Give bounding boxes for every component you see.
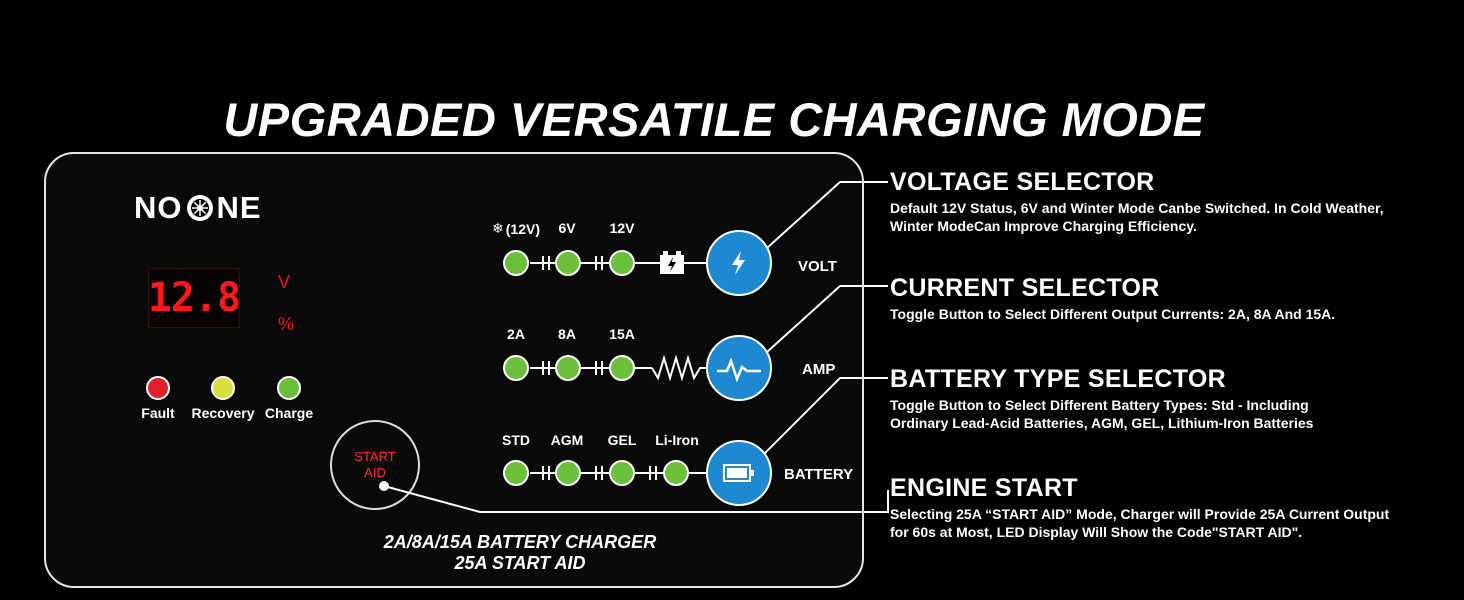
logo-text-left: NO (134, 190, 183, 225)
current-selector-title: CURRENT SELECTOR (890, 274, 1160, 302)
logo-text-right: NE (216, 190, 262, 225)
battery-type-section: BATTERY TYPE SELECTOR Toggle Button to S… (890, 365, 1370, 432)
page-title: UPGRADED VERSATILE CHARGING MODE (223, 93, 1205, 146)
panel-footer: 2A/8A/15A BATTERY CHARGER 25A START AID (300, 532, 740, 574)
battery-icon (723, 464, 754, 482)
battery-type-title: BATTERY TYPE SELECTOR (890, 365, 1226, 393)
recovery-led (211, 376, 235, 400)
battery-li-iron-led (663, 460, 689, 486)
volt-button[interactable] (706, 230, 772, 296)
start-aid-line2: AID (364, 465, 386, 480)
engine-start-section: ENGINE START Selecting 25A “START AID” M… (890, 474, 1410, 541)
battery-gel-label: GEL (607, 432, 637, 448)
voltage-selector-section: VOLTAGE SELECTOR Default 12V Status, 6V … (890, 168, 1390, 235)
start-aid-button[interactable]: START AID (330, 420, 420, 510)
current-selector-section: CURRENT SELECTOR Toggle Button to Select… (890, 274, 1410, 323)
battery-button[interactable] (706, 440, 772, 506)
voltage-selector-title: VOLTAGE SELECTOR (890, 168, 1155, 196)
footer-line2: 25A START AID (454, 553, 586, 573)
lightning-icon (732, 251, 745, 275)
unit-percent: % (278, 314, 295, 334)
volt-button-label: VOLT (798, 258, 837, 275)
amp-button[interactable] (706, 335, 772, 401)
voltage-selector-desc: Default 12V Status, 6V and Winter Mode C… (890, 200, 1384, 234)
recovery-label: Recovery (191, 405, 255, 421)
battery-std-label: STD (502, 432, 530, 448)
battery-type-desc: Toggle Button to Select Different Batter… (890, 397, 1314, 431)
charge-led (277, 376, 301, 400)
amp-15a-led (609, 355, 635, 381)
unit-volt: V (278, 272, 291, 292)
fault-label: Fault (141, 405, 175, 421)
volt-12v-label: 12V (609, 220, 635, 236)
battery-agm-label: AGM (550, 432, 584, 448)
charge-label: Charge (264, 405, 314, 421)
snowflake-icon: ❄ (492, 220, 504, 236)
battery-bolt-icon (660, 251, 684, 274)
volt-12v-led (609, 250, 635, 276)
amp-button-label: AMP (802, 361, 836, 378)
amp-15a-label: 15A (609, 326, 635, 342)
amp-8a-led (555, 355, 581, 381)
volt-6v-led (555, 250, 581, 276)
footer-line1: 2A/8A/15A BATTERY CHARGER (383, 532, 657, 552)
battery-gel-led (609, 460, 635, 486)
brand-logo: NO NE (134, 190, 262, 226)
battery-std-led (503, 460, 529, 486)
waveform-icon (717, 357, 761, 383)
logo-wheel-icon (186, 195, 213, 221)
battery-agm-led (555, 460, 581, 486)
battery-li-iron-label: Li-Iron (655, 432, 699, 448)
start-aid-line1: START (354, 449, 396, 464)
led-display: 12.8 (148, 268, 241, 328)
fault-led (146, 376, 170, 400)
current-selector-desc: Toggle Button to Select Different Output… (890, 306, 1336, 322)
engine-start-desc: Selecting 25A “START AID” Mode, Charger … (890, 506, 1390, 540)
winter-mode-label: ❄ (12V) (492, 220, 540, 237)
amp-2a-label: 2A (507, 326, 525, 342)
amp-2a-led (503, 355, 529, 381)
battery-button-label: BATTERY (784, 466, 854, 483)
volt-6v-label: 6V (558, 220, 576, 236)
engine-start-title: ENGINE START (890, 474, 1078, 502)
amp-8a-label: 8A (558, 326, 576, 342)
volt-winter-led (503, 250, 529, 276)
